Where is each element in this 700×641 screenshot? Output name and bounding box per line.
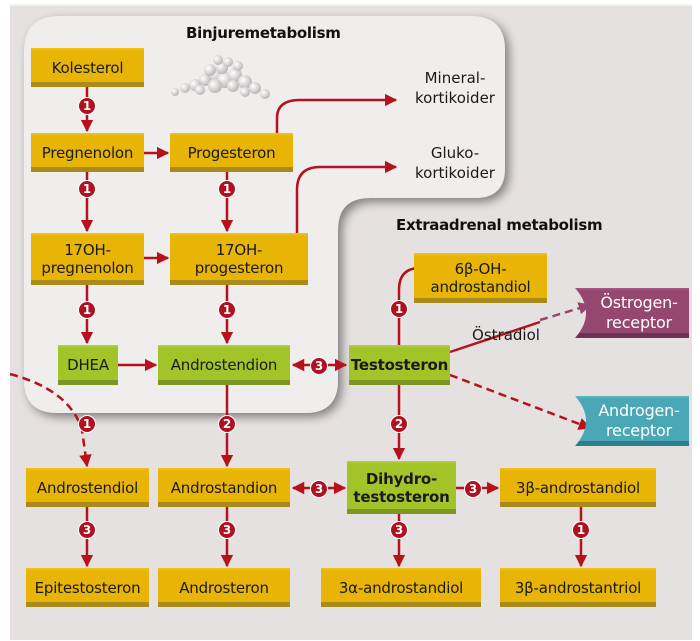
enzyme-badge-androstandion-androsteron: 3 [218,521,236,539]
adrenal-metabolism-title: Binjuremetabolism [186,24,341,42]
node-kolesterol: Kolesterol [31,48,144,87]
enzyme-badge-testo-dht: 2 [390,415,408,433]
node-label: Östrogen- receptor [600,293,678,332]
node-androgen-receptor: Androgen- receptor [575,396,689,446]
node-androsteron: Androsteron [158,568,290,607]
fat-droplet [228,68,242,82]
label-mineralkortikoider: Mineral- kortikoider [415,69,495,107]
node-label: Androstandion [170,478,278,497]
fat-droplet [249,82,261,94]
enzyme-badge-dht-3a: 3 [390,521,408,539]
node-label: Androstendiol [36,478,139,497]
line-testosteron-ostradiol [449,320,541,354]
fat-droplets-illustration [171,55,270,99]
enzyme-badge-testo-6b: 1 [390,300,408,318]
node-label: Testosteron [350,356,449,374]
enzyme-badge-dashed-androstendiol: 1 [78,415,96,433]
fat-droplet [208,79,222,93]
fat-droplet [204,64,216,76]
node-label: Pregnenolon [41,143,134,162]
node-label: DHEA [67,356,109,374]
node-epitestosteron: Epitestosteron [26,568,149,607]
fat-droplet [199,74,211,86]
enzyme-badge-dht-3b: 3 [464,480,482,498]
fat-droplet [180,83,190,93]
arrow-testosteron-androgen-receptor [449,373,592,430]
node-label: 17OH- progesteron [194,241,284,277]
label-ostradiol: Östradiol [472,326,540,344]
node-progesteron: Progesteron [170,133,293,172]
adrenal-panel [24,16,505,413]
node-label: Epitestosteron [34,578,141,597]
node-label: Kolesterol [51,58,124,77]
extraadrenal-metabolism-title: Extraadrenal metabolism [396,216,603,234]
node-label: 3β-androstantriol [514,578,642,597]
node-label: Dihydro- testosteron [353,469,450,506]
node-label: 6β-OH- androstandiol [430,260,531,296]
node-testosteron: Testosteron [349,345,450,385]
arrow-progesteron-mineralkortikoider [275,93,398,133]
node-dihydrotestosteron: Dihydro- testosteron [347,461,456,514]
node-3b-androstantriol: 3β-androstantriol [500,568,656,607]
node-label: 3α-androstandiol [338,578,464,597]
node-label: 3β-androstandiol [516,478,640,497]
node-androstandion: Androstandion [158,468,290,507]
fat-droplet [195,85,205,95]
fat-droplet [223,57,233,67]
node-3a-androstandiol: 3α-androstandiol [321,568,481,607]
node-ostrogen-receptor: Östrogen- receptor [575,288,689,338]
enzyme-badge-andro-testo: 3 [310,357,328,375]
node-androstendiol: Androstendiol [26,468,149,507]
node-label: Androstendion [170,356,278,374]
node-pregnenolon: Pregnenolon [31,133,144,172]
enzyme-badge-prog-17prog: 1 [218,180,236,198]
node-label: 17OH- pregnenolon [41,241,134,277]
arrow-17ohprog-glukokortikoider [295,160,398,233]
enzyme-badge-androstandion-dht: 3 [310,480,328,498]
node-androstendion: Androstendion [158,345,290,385]
node-dhea: DHEA [58,345,118,385]
enzyme-badge-kol-preg: 1 [78,97,96,115]
node-6b-oh-androstandiol: 6β-OH- androstandiol [414,253,547,303]
node-label: Androgen- receptor [598,401,680,440]
node-label: Androsteron [179,578,269,597]
fat-droplet [240,87,250,97]
node-17oh-progesteron: 17OH- progesteron [170,233,308,285]
enzyme-badge-preg-17preg: 1 [78,180,96,198]
enzyme-badge-androstendiol-epi: 3 [78,521,96,539]
enzyme-badge-andro-androstandion: 2 [218,415,236,433]
arrow-ostradiol-receptor [539,302,592,322]
fat-droplet [171,88,179,96]
enzyme-badge-17preg-dhea: 1 [78,301,96,319]
fat-droplet [238,75,252,89]
node-label: Progesteron [187,143,276,162]
enzyme-badge-3b-3btriol: 1 [572,521,590,539]
label-glukokortikoider: Gluko- kortikoider [415,144,495,182]
node-3b-androstandiol: 3β-androstandiol [500,468,656,507]
fat-droplet [227,80,239,92]
fat-droplet [260,89,270,99]
enzyme-badge-17prog-andro: 1 [218,301,236,319]
fat-droplet [233,61,243,71]
node-17oh-pregnenolon: 17OH- pregnenolon [31,233,144,285]
fat-droplet [213,55,223,65]
